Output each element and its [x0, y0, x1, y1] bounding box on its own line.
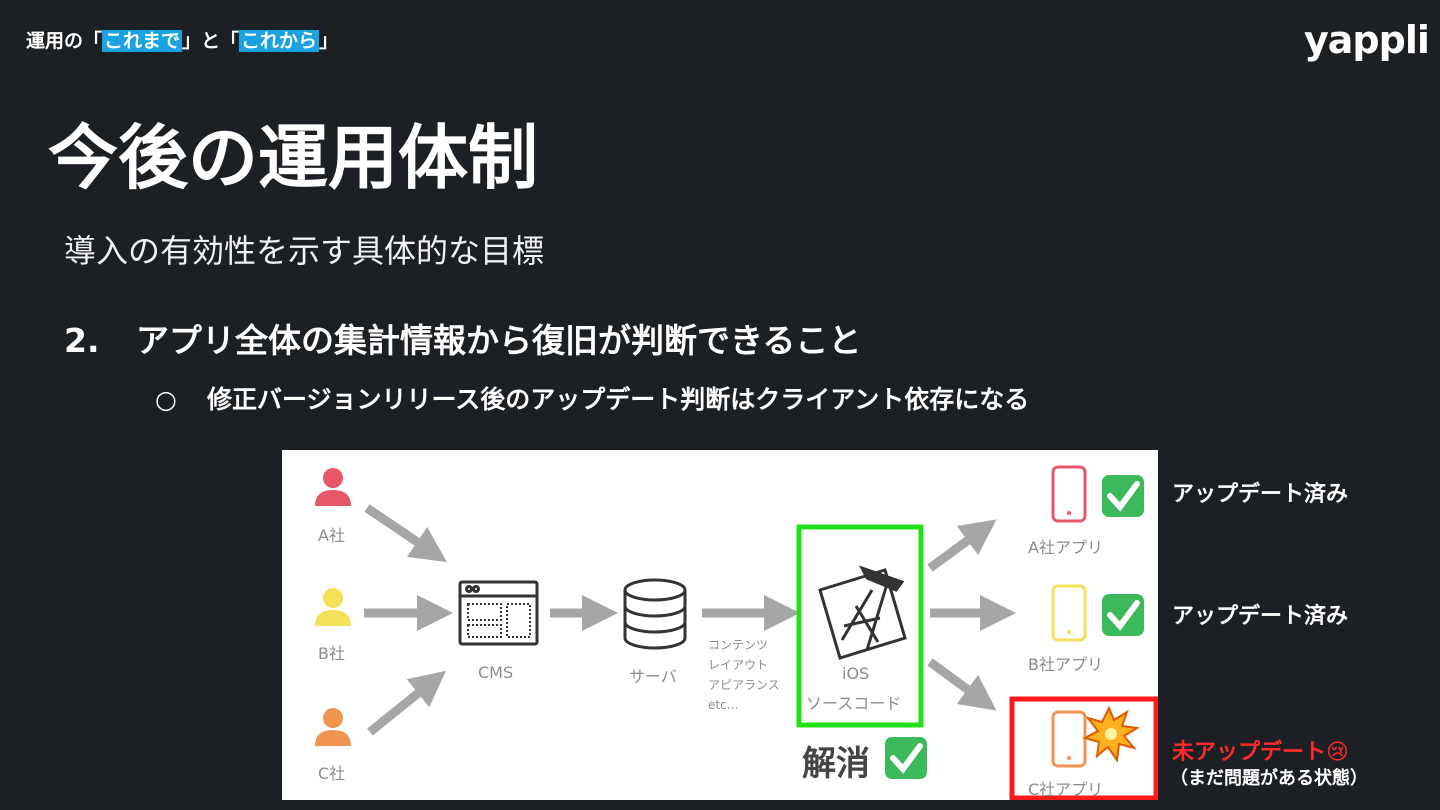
sub-bullet-text: 修正バージョンリリース後のアップデート判断はクライアント依存になる: [207, 385, 1030, 414]
app-a-label: A社アプリ: [1028, 538, 1103, 557]
cms-label: CMS: [478, 663, 514, 682]
content-line: アピアランス: [708, 678, 780, 692]
source-code-label: ソースコード: [806, 694, 902, 713]
content-types-list: コンテンツ レイアウト アピアランス etc…: [708, 635, 780, 715]
phone-a-icon: [1051, 465, 1087, 523]
check-b-icon: [1102, 594, 1144, 636]
check-a-icon: [1102, 475, 1144, 517]
slide-title: 今後の運用体制: [48, 117, 538, 199]
xcode-app-icon: [818, 565, 907, 660]
content-line: etc…: [708, 698, 739, 712]
content-line: レイアウト: [708, 658, 769, 672]
arrow-ios-to-app-c-icon: [927, 658, 997, 711]
status-b: アップデート済み: [1172, 604, 1349, 629]
company-c-label: C社: [318, 764, 346, 783]
architecture-diagram: A社 B社 C社 CMS サーバ コンテンツ レイアウト アピアランス etc……: [282, 450, 1158, 800]
item-number: 2.: [64, 321, 100, 360]
breadcrumb-prefix: 運用の「: [26, 30, 103, 52]
ios-source-highlight-frame: [796, 524, 924, 728]
status-a: アップデート済み: [1172, 482, 1349, 507]
arrow-a-to-cms-icon: [364, 504, 447, 563]
app-b-label: B社アプリ: [1028, 655, 1103, 674]
breadcrumb-suffix: 」: [319, 30, 339, 52]
breadcrumb-middle: 」と「: [182, 30, 240, 52]
crying-face-icon: 😢: [1326, 740, 1349, 765]
app-c-alert-frame: [1009, 696, 1158, 800]
numbered-item: 2. アプリ全体の集計情報から復旧が判断できること: [64, 314, 861, 362]
diagram-graphics: [315, 465, 1158, 800]
ios-label: iOS: [842, 664, 870, 683]
check-resolved-icon: [885, 737, 927, 779]
arrow-ios-to-app-a-icon: [927, 519, 997, 572]
company-a-label: A社: [318, 526, 345, 545]
content-line: コンテンツ: [708, 638, 769, 652]
person-c-icon: [315, 708, 351, 746]
app-c-label: C社アプリ: [1028, 780, 1104, 799]
person-b-icon: [315, 588, 351, 626]
server-label: サーバ: [629, 667, 677, 686]
database-icon: [623, 578, 687, 650]
phone-b-icon: [1051, 584, 1087, 642]
breadcrumb-highlight-past: これまで: [102, 30, 183, 52]
breadcrumb-highlight-future: これから: [239, 30, 320, 52]
bullet-circle-icon: ○: [155, 385, 177, 414]
sub-bullet-item: ○ 修正バージョンリリース後のアップデート判断はクライアント依存になる: [155, 380, 1029, 416]
arrow-c-to-cms-icon: [367, 670, 447, 736]
person-a-icon: [315, 468, 351, 506]
company-b-label: B社: [318, 644, 345, 663]
slide-subtitle: 導入の有効性を示す具体的な目標: [64, 232, 545, 270]
cms-window-icon: [458, 580, 539, 646]
yappli-logo: yappli: [1304, 18, 1430, 62]
status-c-text: 未アップデート: [1172, 740, 1327, 765]
item-text: アプリ全体の集計情報から復旧が判断できること: [136, 321, 862, 360]
status-c-note: （まだ問題がある状態）: [1170, 768, 1368, 789]
status-c: 未アップデート😢: [1172, 734, 1349, 766]
explosion-icon: [1082, 705, 1140, 763]
breadcrumb: 運用の「これまで」と「これから」: [26, 26, 338, 53]
resolved-label: 解消: [802, 744, 870, 784]
